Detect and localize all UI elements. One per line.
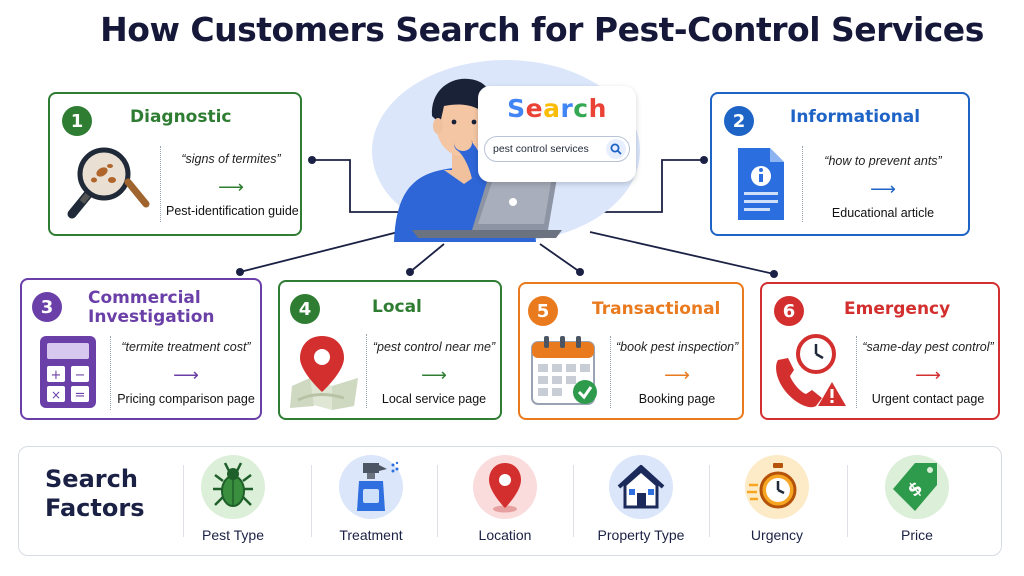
result-label: Urgent contact page bbox=[871, 392, 985, 406]
search-heading: Search bbox=[507, 94, 607, 123]
phone-clock-alert-icon bbox=[776, 334, 846, 408]
category-number-badge: 1 bbox=[62, 106, 92, 136]
search-factors-panel: Search Factors Pest Type bbox=[18, 446, 1002, 556]
category-number-badge: 2 bbox=[724, 106, 754, 136]
factor-icon-circle bbox=[339, 455, 403, 519]
category-number-badge: 5 bbox=[528, 296, 558, 326]
result-label: Booking page bbox=[638, 392, 716, 406]
price-tag-icon: $ bbox=[893, 463, 937, 511]
arrow-right-icon: ⟶ bbox=[218, 177, 244, 197]
magnifier-bug-icon bbox=[67, 147, 150, 219]
category-title: Local bbox=[372, 297, 422, 317]
map-pin-icon bbox=[290, 336, 358, 410]
search-input[interactable] bbox=[493, 141, 601, 157]
category-card-commercial-investigation: 3 Commercial Investigation + − × = “term… bbox=[20, 278, 262, 420]
factor-icon-circle: $ bbox=[885, 455, 949, 519]
factor-icon-circle bbox=[745, 455, 809, 519]
bug-icon bbox=[213, 462, 253, 507]
arrow-right-icon: ⟶ bbox=[173, 365, 199, 385]
example-query: “signs of termites” bbox=[181, 152, 281, 166]
category-number-badge: 3 bbox=[32, 292, 62, 322]
category-number-badge: 4 bbox=[290, 294, 320, 324]
category-card-emergency: 6 Emergency “same-day pest control” ⟶ Ur… bbox=[760, 282, 1000, 420]
search-factors-title: Search Factors bbox=[45, 465, 145, 522]
calendar-check-icon bbox=[531, 336, 597, 405]
factor-label: Urgency bbox=[750, 527, 804, 543]
category-card-transactional: 5 Transactional “book pest inspection” ⟶… bbox=[518, 282, 744, 420]
example-query: “how to prevent ants” bbox=[824, 154, 942, 168]
example-query: “pest control near me” bbox=[372, 340, 496, 354]
calculator-icon: + − × = bbox=[40, 336, 96, 408]
search-box bbox=[484, 136, 630, 162]
house-icon bbox=[617, 465, 665, 509]
factor-icon-circle bbox=[473, 455, 537, 519]
category-card-diagnostic: 1 Diagnostic “signs of termites” ⟶ Pest-… bbox=[48, 92, 302, 236]
result-label: Local service page bbox=[381, 392, 487, 406]
search-card: Search bbox=[478, 86, 636, 182]
card-divider bbox=[366, 334, 367, 408]
factor-label: Pest Type bbox=[201, 527, 264, 543]
search-button[interactable] bbox=[606, 139, 626, 159]
arrow-right-icon: ⟶ bbox=[915, 365, 941, 385]
example-query: “same-day pest control” bbox=[862, 340, 994, 354]
card-divider bbox=[160, 146, 161, 222]
svg-text:+: + bbox=[51, 368, 62, 383]
spray-bottle-icon bbox=[357, 461, 399, 511]
category-number-badge: 6 bbox=[774, 296, 804, 326]
document-info-icon bbox=[738, 148, 784, 220]
card-divider bbox=[610, 336, 611, 408]
svg-text:×: × bbox=[51, 388, 61, 402]
factor-pest-type: Pest Type bbox=[173, 455, 293, 551]
factor-divider bbox=[573, 465, 574, 537]
example-query: “termite treatment cost” bbox=[121, 340, 251, 354]
svg-text:=: = bbox=[75, 388, 86, 403]
category-card-local: 4 Local “pest control near me” ⟶ Local s… bbox=[278, 280, 502, 420]
category-title: Informational bbox=[790, 107, 921, 127]
arrow-right-icon: ⟶ bbox=[421, 365, 447, 385]
arrow-right-icon: ⟶ bbox=[870, 179, 896, 199]
factor-divider bbox=[437, 465, 438, 537]
arrow-right-icon: ⟶ bbox=[664, 365, 690, 385]
factor-divider bbox=[311, 465, 312, 537]
category-title: Commercial Investigation bbox=[88, 288, 215, 327]
factor-location: Location bbox=[445, 455, 565, 551]
factor-label: Property Type bbox=[597, 527, 685, 543]
factor-label: Price bbox=[901, 527, 933, 543]
card-divider bbox=[110, 336, 111, 410]
factor-divider bbox=[847, 465, 848, 537]
card-divider bbox=[802, 146, 803, 222]
factor-urgency: Urgency bbox=[717, 455, 837, 551]
result-label: Pest-identification guide bbox=[166, 204, 299, 218]
category-title: Transactional bbox=[592, 299, 721, 319]
stopwatch-icon bbox=[747, 463, 797, 509]
factor-price: $ Price bbox=[857, 455, 977, 551]
result-label: Educational article bbox=[831, 206, 935, 220]
page-title: How Customers Search for Pest-Control Se… bbox=[100, 10, 984, 49]
result-label: Pricing comparison page bbox=[117, 392, 255, 406]
location-pin-icon bbox=[489, 463, 521, 513]
category-title: Emergency bbox=[844, 299, 951, 319]
person-at-laptop-illustration bbox=[394, 78, 562, 242]
factor-icon-circle bbox=[201, 455, 265, 519]
example-query: “book pest inspection” bbox=[616, 340, 739, 354]
factor-property-type: Property Type bbox=[581, 455, 701, 551]
card-divider bbox=[856, 336, 857, 408]
svg-text:−: − bbox=[75, 368, 86, 383]
search-icon bbox=[610, 143, 622, 155]
category-card-informational: 2 Informational “how to prevent ants” ⟶ … bbox=[710, 92, 970, 236]
factor-divider bbox=[709, 465, 710, 537]
factor-divider bbox=[183, 465, 184, 537]
category-title: Diagnostic bbox=[130, 107, 232, 127]
factor-label: Treatment bbox=[339, 527, 403, 543]
factor-icon-circle bbox=[609, 455, 673, 519]
factor-treatment: Treatment bbox=[311, 455, 431, 551]
factor-label: Location bbox=[478, 527, 532, 543]
